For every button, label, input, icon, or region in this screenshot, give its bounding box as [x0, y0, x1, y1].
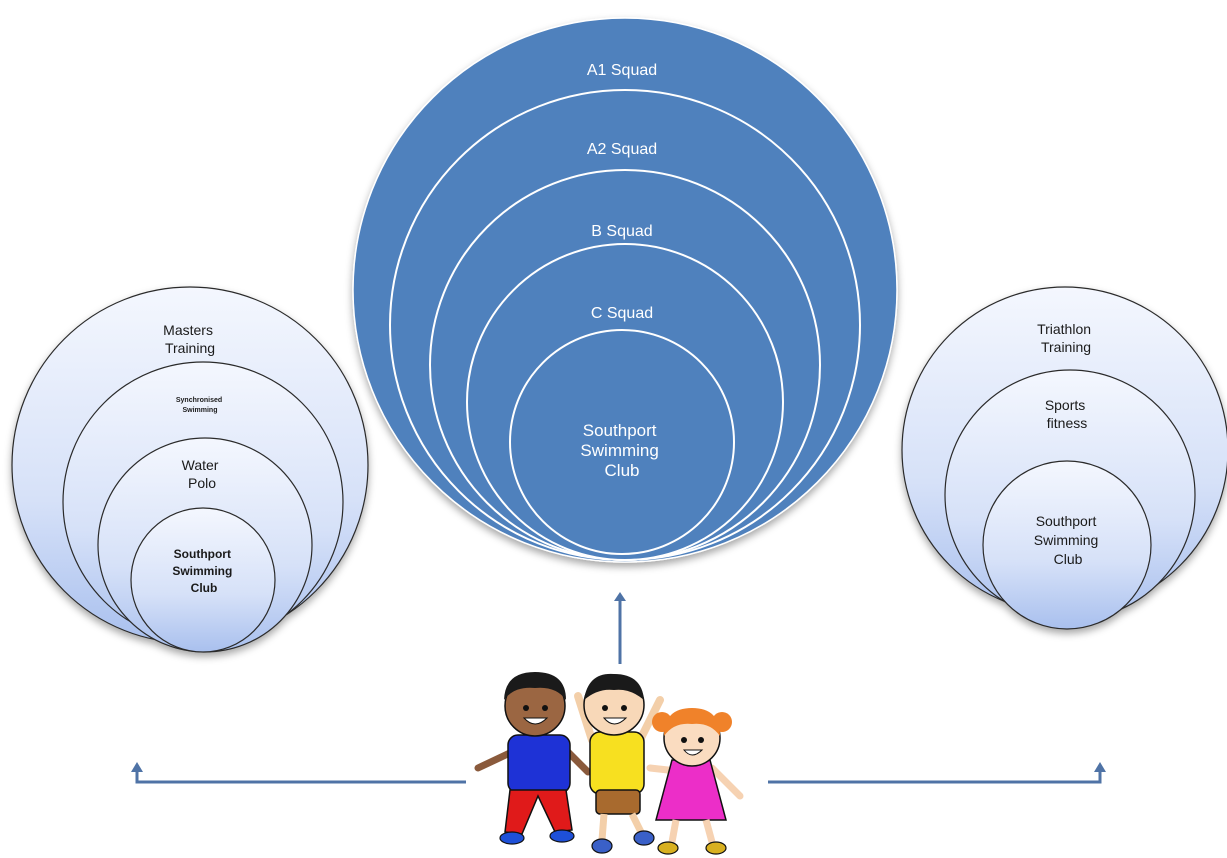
center-core-line: Club [605, 461, 640, 480]
three-children-icon [474, 672, 744, 855]
a1-squad-label: A1 Squad [587, 62, 657, 79]
center-core-label: Southport Swimming Club [580, 421, 663, 480]
water-polo-line: Water [182, 457, 219, 473]
right-program-stack: Triathlon Training Sports fitness Southp… [901, 286, 1227, 630]
right-core-line: Club [1054, 551, 1083, 567]
right-circles [901, 286, 1227, 630]
right-core-circle [982, 460, 1152, 630]
synchronised-swimming-line: Synchronised [176, 397, 222, 404]
left-circles [11, 286, 369, 653]
masters-training-line: Training [165, 340, 215, 356]
right-core-label: Southport Swimming Club [1034, 513, 1102, 567]
triathlon-training-label: Triathlon Training [1037, 321, 1095, 355]
right-core-line: Swimming [1034, 532, 1099, 548]
left-core-line: Club [191, 581, 218, 595]
right-core-line: Southport [1036, 513, 1097, 529]
masters-training-line: Masters [163, 322, 213, 338]
left-branch-arrow [131, 762, 466, 784]
child-blue-shirt [474, 672, 592, 845]
pathway-arrows [131, 592, 1106, 784]
a2-squad-label: A2 Squad [587, 141, 657, 158]
water-polo-label: Water Polo [182, 457, 223, 491]
left-core-line: Southport [174, 547, 231, 561]
center-core-circle [509, 329, 735, 555]
center-core-line: Southport [583, 421, 657, 440]
child-yellow-shirt [574, 673, 664, 854]
left-core-label: Southport Swimming Club [172, 547, 235, 595]
center-circles [352, 17, 898, 563]
water-polo-line: Polo [188, 475, 216, 491]
left-core-line: Swimming [172, 564, 232, 578]
up-arrow-center [614, 592, 626, 664]
left-core-circle [130, 507, 276, 653]
sports-fitness-line: Sports [1045, 397, 1085, 413]
child-pink-dress [646, 708, 744, 855]
synchronised-swimming-label: Synchronised Swimming [176, 397, 224, 414]
center-squad-stack: A1 Squad A2 Squad B Squad C Squad Southp… [352, 17, 898, 563]
triathlon-training-line: Triathlon [1037, 321, 1091, 337]
masters-training-label: Masters Training [163, 322, 217, 356]
b-squad-label: B Squad [591, 223, 652, 240]
sports-fitness-label: Sports fitness [1045, 397, 1089, 431]
center-core-line: Swimming [580, 441, 658, 460]
sports-fitness-line: fitness [1047, 415, 1087, 431]
synchronised-swimming-line: Swimming [182, 407, 217, 414]
left-program-stack: Masters Training Synchronised Swimming W… [11, 286, 369, 653]
right-branch-arrow [768, 762, 1106, 784]
c-squad-label: C Squad [591, 305, 653, 322]
triathlon-training-line: Training [1041, 339, 1091, 355]
